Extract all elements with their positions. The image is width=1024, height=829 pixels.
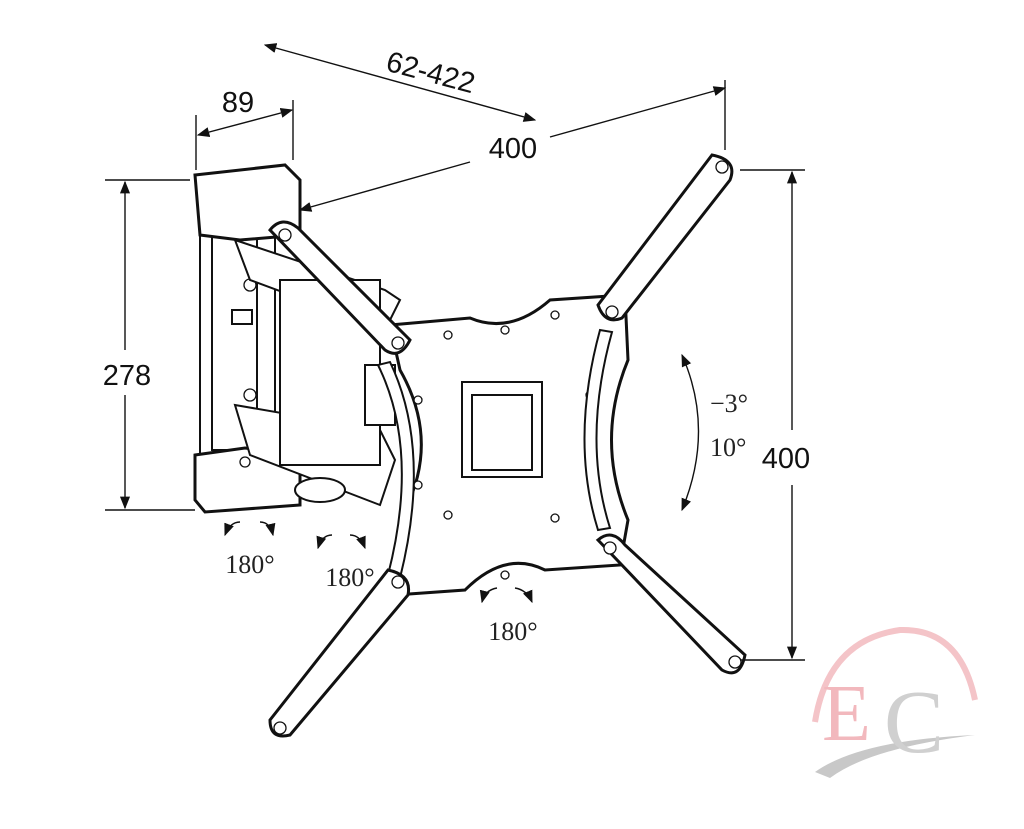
plate-rotation-label: 180° bbox=[488, 617, 537, 646]
vesa-horizontal-label: 400 bbox=[489, 133, 537, 165]
wall-swivel-label: 180° bbox=[225, 550, 274, 579]
wall-plate-width-label: 89 bbox=[222, 87, 254, 119]
vesa-plate bbox=[376, 293, 630, 597]
dimension-lines bbox=[105, 43, 805, 661]
wall-plate bbox=[193, 163, 302, 514]
ec-logo-watermark: E C bbox=[812, 626, 978, 778]
vesa-vertical-label: 400 bbox=[762, 443, 810, 475]
tilt-down-label: 10° bbox=[710, 433, 746, 462]
vesa-arm-bottom-left bbox=[268, 568, 411, 738]
wall-plate-height-label: 278 bbox=[103, 360, 151, 392]
svg-text:C: C bbox=[884, 673, 944, 772]
vesa-arm-bottom-right bbox=[595, 533, 747, 675]
arm-extension-label: 62-422 bbox=[383, 46, 479, 100]
rotation-arrows bbox=[224, 521, 533, 604]
vesa-arm-top-right bbox=[596, 153, 734, 322]
arm-swivel-label: 180° bbox=[325, 563, 374, 592]
tilt-up-label: −3° bbox=[710, 389, 748, 418]
vesa-arm-top-left bbox=[268, 220, 412, 355]
svg-text:E: E bbox=[822, 670, 871, 758]
